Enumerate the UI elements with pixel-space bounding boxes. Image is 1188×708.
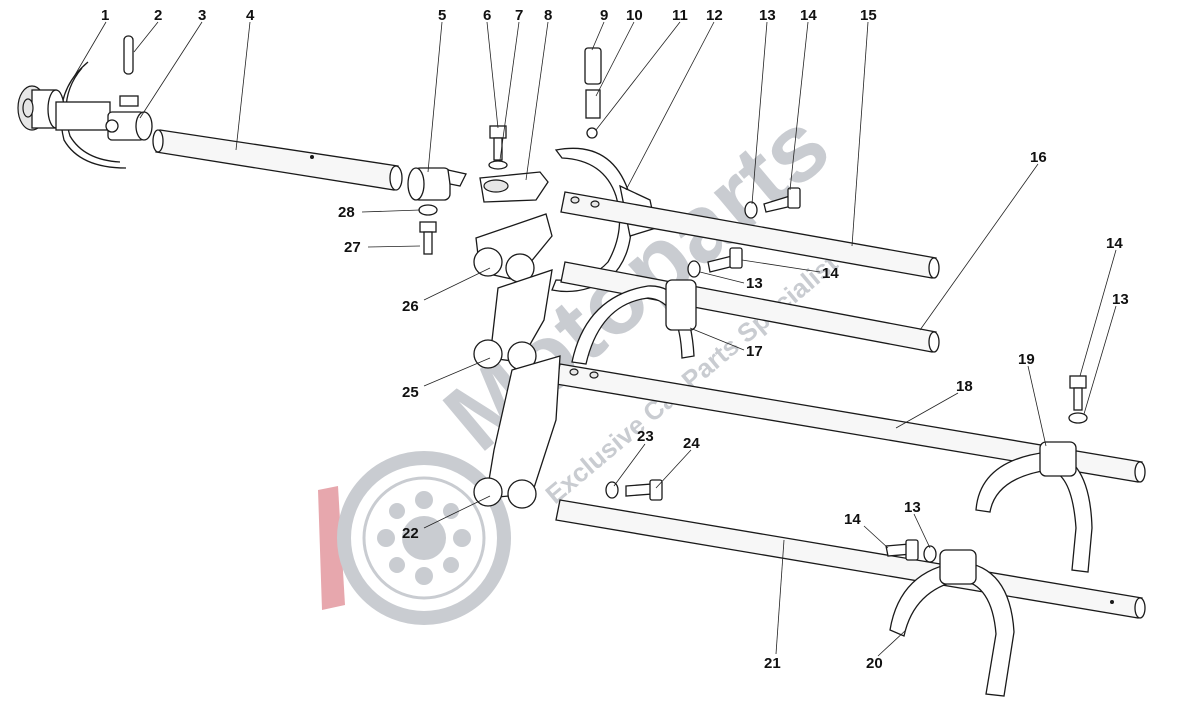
callout-20: 20 [866, 655, 883, 672]
leader-lines [71, 21, 1117, 657]
callout-14-mid: 14 [822, 265, 839, 282]
shift-fork-19 [975, 441, 1093, 573]
callout-15: 15 [860, 7, 877, 24]
callout-labels: 1 2 3 4 5 6 7 8 9 10 11 12 13 14 15 16 2… [101, 7, 1129, 672]
shift-rod-upper [560, 191, 940, 279]
selector-housing [17, 61, 127, 169]
callout-18: 18 [956, 378, 973, 395]
callout-14-top: 14 [800, 7, 817, 24]
detent-assembly [584, 47, 602, 139]
roll-pin [123, 35, 134, 75]
fasteners [418, 187, 1088, 563]
parts [17, 35, 1146, 697]
callout-3: 3 [198, 7, 206, 24]
selector-lever-head [479, 171, 549, 203]
callout-16: 16 [1030, 149, 1047, 166]
callout-14-low: 14 [844, 511, 861, 528]
callout-5: 5 [438, 7, 446, 24]
shift-fork-middle [571, 279, 697, 365]
callout-13-low: 13 [904, 499, 921, 516]
callout-24: 24 [683, 435, 700, 452]
bolt-small [488, 125, 508, 170]
selector-shaft [152, 129, 403, 191]
interlock-plate-stack [473, 213, 561, 509]
shift-fork-20 [889, 549, 1015, 697]
callout-23: 23 [637, 428, 654, 445]
callout-14-right: 14 [1106, 235, 1123, 252]
callout-1: 1 [101, 7, 109, 24]
callout-12: 12 [706, 7, 723, 24]
watermark-logo [318, 451, 511, 625]
callout-4: 4 [246, 7, 255, 24]
callout-6: 6 [483, 7, 491, 24]
shaft-sleeve [407, 167, 467, 201]
callout-26: 26 [402, 298, 419, 315]
callout-13-top: 13 [759, 7, 776, 24]
callout-9: 9 [600, 7, 608, 24]
callout-25: 25 [402, 384, 419, 401]
callout-2: 2 [154, 7, 162, 24]
callout-17: 17 [746, 343, 763, 360]
callout-21: 21 [764, 655, 781, 672]
universal-joint [105, 95, 153, 141]
callout-27: 27 [344, 239, 361, 256]
callout-28: 28 [338, 204, 355, 221]
callout-8: 8 [544, 7, 552, 24]
callout-11: 11 [672, 7, 688, 24]
callout-19: 19 [1018, 351, 1035, 368]
shift-rod-middle [560, 261, 940, 353]
callout-22: 22 [402, 525, 419, 542]
callout-10: 10 [626, 7, 643, 24]
callout-7: 7 [515, 7, 523, 24]
callout-13-right: 13 [1112, 291, 1129, 308]
callout-13-mid: 13 [746, 275, 763, 292]
